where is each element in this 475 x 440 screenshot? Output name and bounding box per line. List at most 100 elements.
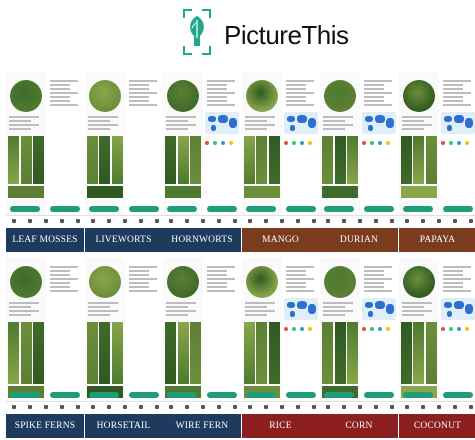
identify-button[interactable]: [324, 392, 354, 398]
tab-icon[interactable]: [107, 219, 111, 223]
tab-icon[interactable]: [437, 219, 441, 223]
tab-icon[interactable]: [233, 219, 237, 223]
tab-icon[interactable]: [264, 219, 268, 223]
tab-icon[interactable]: [28, 219, 32, 223]
tab-icon[interactable]: [421, 405, 425, 409]
tab-icon[interactable]: [185, 219, 189, 223]
save-button[interactable]: [207, 392, 237, 398]
tab-icon[interactable]: [296, 219, 300, 223]
save-button[interactable]: [286, 206, 316, 212]
tab-icon[interactable]: [312, 219, 316, 223]
plant-tile[interactable]: SPIKE FERNS: [6, 258, 84, 440]
save-button[interactable]: [364, 206, 394, 212]
identify-button[interactable]: [246, 206, 276, 212]
tab-icon[interactable]: [390, 405, 394, 409]
tab-icon[interactable]: [123, 405, 127, 409]
tab-icon[interactable]: [358, 405, 362, 409]
tab-icon[interactable]: [453, 405, 457, 409]
save-button[interactable]: [443, 206, 473, 212]
text-line: [245, 124, 275, 126]
save-button[interactable]: [364, 392, 394, 398]
tab-icon[interactable]: [44, 219, 48, 223]
plant-tile[interactable]: HORNWORTS: [163, 72, 241, 254]
tab-icon[interactable]: [139, 219, 143, 223]
tab-icon[interactable]: [12, 219, 16, 223]
tab-icon[interactable]: [169, 405, 173, 409]
plant-tile[interactable]: LEAF MOSSES: [6, 72, 84, 254]
identify-button[interactable]: [89, 392, 119, 398]
plant-tile[interactable]: PAPAYA: [399, 72, 475, 254]
save-button[interactable]: [443, 392, 473, 398]
save-button[interactable]: [50, 392, 80, 398]
tab-icon[interactable]: [374, 405, 378, 409]
plant-thumbnail: [190, 322, 201, 384]
identify-button[interactable]: [246, 392, 276, 398]
plant-tile[interactable]: COCONUT: [399, 258, 475, 440]
tab-icon[interactable]: [390, 219, 394, 223]
identify-button[interactable]: [167, 392, 197, 398]
identify-button[interactable]: [10, 392, 40, 398]
tab-icon[interactable]: [342, 405, 346, 409]
plant-tile[interactable]: HORSETAIL: [85, 258, 163, 440]
tab-icon[interactable]: [60, 219, 64, 223]
plant-tile[interactable]: CORN: [320, 258, 398, 440]
tab-icon[interactable]: [405, 405, 409, 409]
tab-icon[interactable]: [405, 219, 409, 223]
tab-icon[interactable]: [437, 405, 441, 409]
save-button[interactable]: [129, 206, 159, 212]
save-button[interactable]: [129, 392, 159, 398]
tab-icon[interactable]: [169, 219, 173, 223]
plant-tile[interactable]: MANGO: [242, 72, 320, 254]
details-panel: [203, 258, 241, 412]
identify-button[interactable]: [403, 392, 433, 398]
save-button[interactable]: [50, 206, 80, 212]
plant-tile[interactable]: LIVEWORTS: [85, 72, 163, 254]
tab-icon[interactable]: [201, 405, 205, 409]
identify-button[interactable]: [403, 206, 433, 212]
tab-icon[interactable]: [107, 405, 111, 409]
plant-tile[interactable]: DURIAN: [320, 72, 398, 254]
identify-button[interactable]: [89, 206, 119, 212]
tab-icon[interactable]: [233, 405, 237, 409]
tab-icon[interactable]: [201, 219, 205, 223]
tab-icon[interactable]: [91, 405, 95, 409]
tab-icon[interactable]: [76, 405, 80, 409]
tab-icon[interactable]: [123, 219, 127, 223]
tab-icon[interactable]: [139, 405, 143, 409]
plant-tile[interactable]: RICE: [242, 258, 320, 440]
plant-label: PAPAYA: [399, 228, 475, 252]
tab-icon[interactable]: [326, 405, 330, 409]
save-button[interactable]: [207, 206, 237, 212]
tab-icon[interactable]: [280, 405, 284, 409]
tab-icon[interactable]: [342, 219, 346, 223]
tab-icon[interactable]: [248, 405, 252, 409]
tab-icon[interactable]: [421, 219, 425, 223]
tab-icon[interactable]: [91, 219, 95, 223]
tab-icon[interactable]: [155, 219, 159, 223]
tab-icon[interactable]: [155, 405, 159, 409]
tab-icon[interactable]: [60, 405, 64, 409]
tab-icon[interactable]: [280, 219, 284, 223]
tab-icon[interactable]: [374, 219, 378, 223]
save-button[interactable]: [286, 392, 316, 398]
identify-button[interactable]: [167, 206, 197, 212]
tab-icon[interactable]: [469, 405, 473, 409]
tab-icon[interactable]: [326, 219, 330, 223]
plant-tile[interactable]: WIRE FERN: [163, 258, 241, 440]
tab-icon[interactable]: [469, 219, 473, 223]
tab-icon[interactable]: [76, 219, 80, 223]
tab-icon[interactable]: [264, 405, 268, 409]
tab-icon[interactable]: [28, 405, 32, 409]
tab-icon[interactable]: [453, 219, 457, 223]
identify-button[interactable]: [10, 206, 40, 212]
tab-icon[interactable]: [296, 405, 300, 409]
tab-icon[interactable]: [217, 405, 221, 409]
tab-icon[interactable]: [358, 219, 362, 223]
tab-icon[interactable]: [248, 219, 252, 223]
identify-button[interactable]: [324, 206, 354, 212]
tab-icon[interactable]: [185, 405, 189, 409]
tab-icon[interactable]: [217, 219, 221, 223]
tab-icon[interactable]: [12, 405, 16, 409]
tab-icon[interactable]: [44, 405, 48, 409]
tab-icon[interactable]: [312, 405, 316, 409]
